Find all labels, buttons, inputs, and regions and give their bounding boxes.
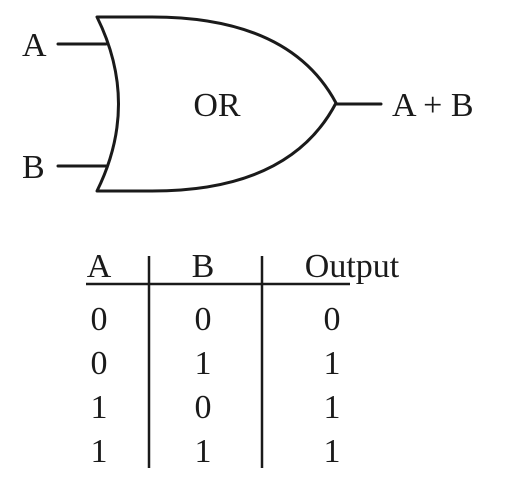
input-a-label: A	[22, 27, 47, 64]
truth-table: A B Output 0 0 0 0 1 1 1 0 1 1 1 1	[86, 248, 400, 470]
table-cell-r2-b: 1	[195, 345, 212, 382]
table-cell-r1-output: 0	[324, 301, 341, 338]
table-cell-r3-a: 1	[91, 389, 108, 426]
table-cell-r3-output: 1	[324, 389, 341, 426]
input-b-label: B	[22, 149, 45, 186]
table-cell-r2-a: 0	[91, 345, 108, 382]
table-cell-r1-a: 0	[91, 301, 108, 338]
table-cell-r1-b: 0	[195, 301, 212, 338]
gate-name-label: OR	[193, 87, 241, 124]
table-cell-r2-output: 1	[324, 345, 341, 382]
table-cell-r4-output: 1	[324, 433, 341, 470]
table-cell-r4-b: 1	[195, 433, 212, 470]
table-header-b: B	[192, 248, 215, 285]
output-label: A + B	[392, 87, 474, 124]
table-header-output: Output	[305, 248, 400, 285]
table-cell-r4-a: 1	[91, 433, 108, 470]
or-gate-diagram	[56, 15, 383, 193]
or-gate-body	[95, 15, 338, 193]
table-header-a: A	[87, 248, 112, 285]
table-cell-r3-b: 0	[195, 389, 212, 426]
